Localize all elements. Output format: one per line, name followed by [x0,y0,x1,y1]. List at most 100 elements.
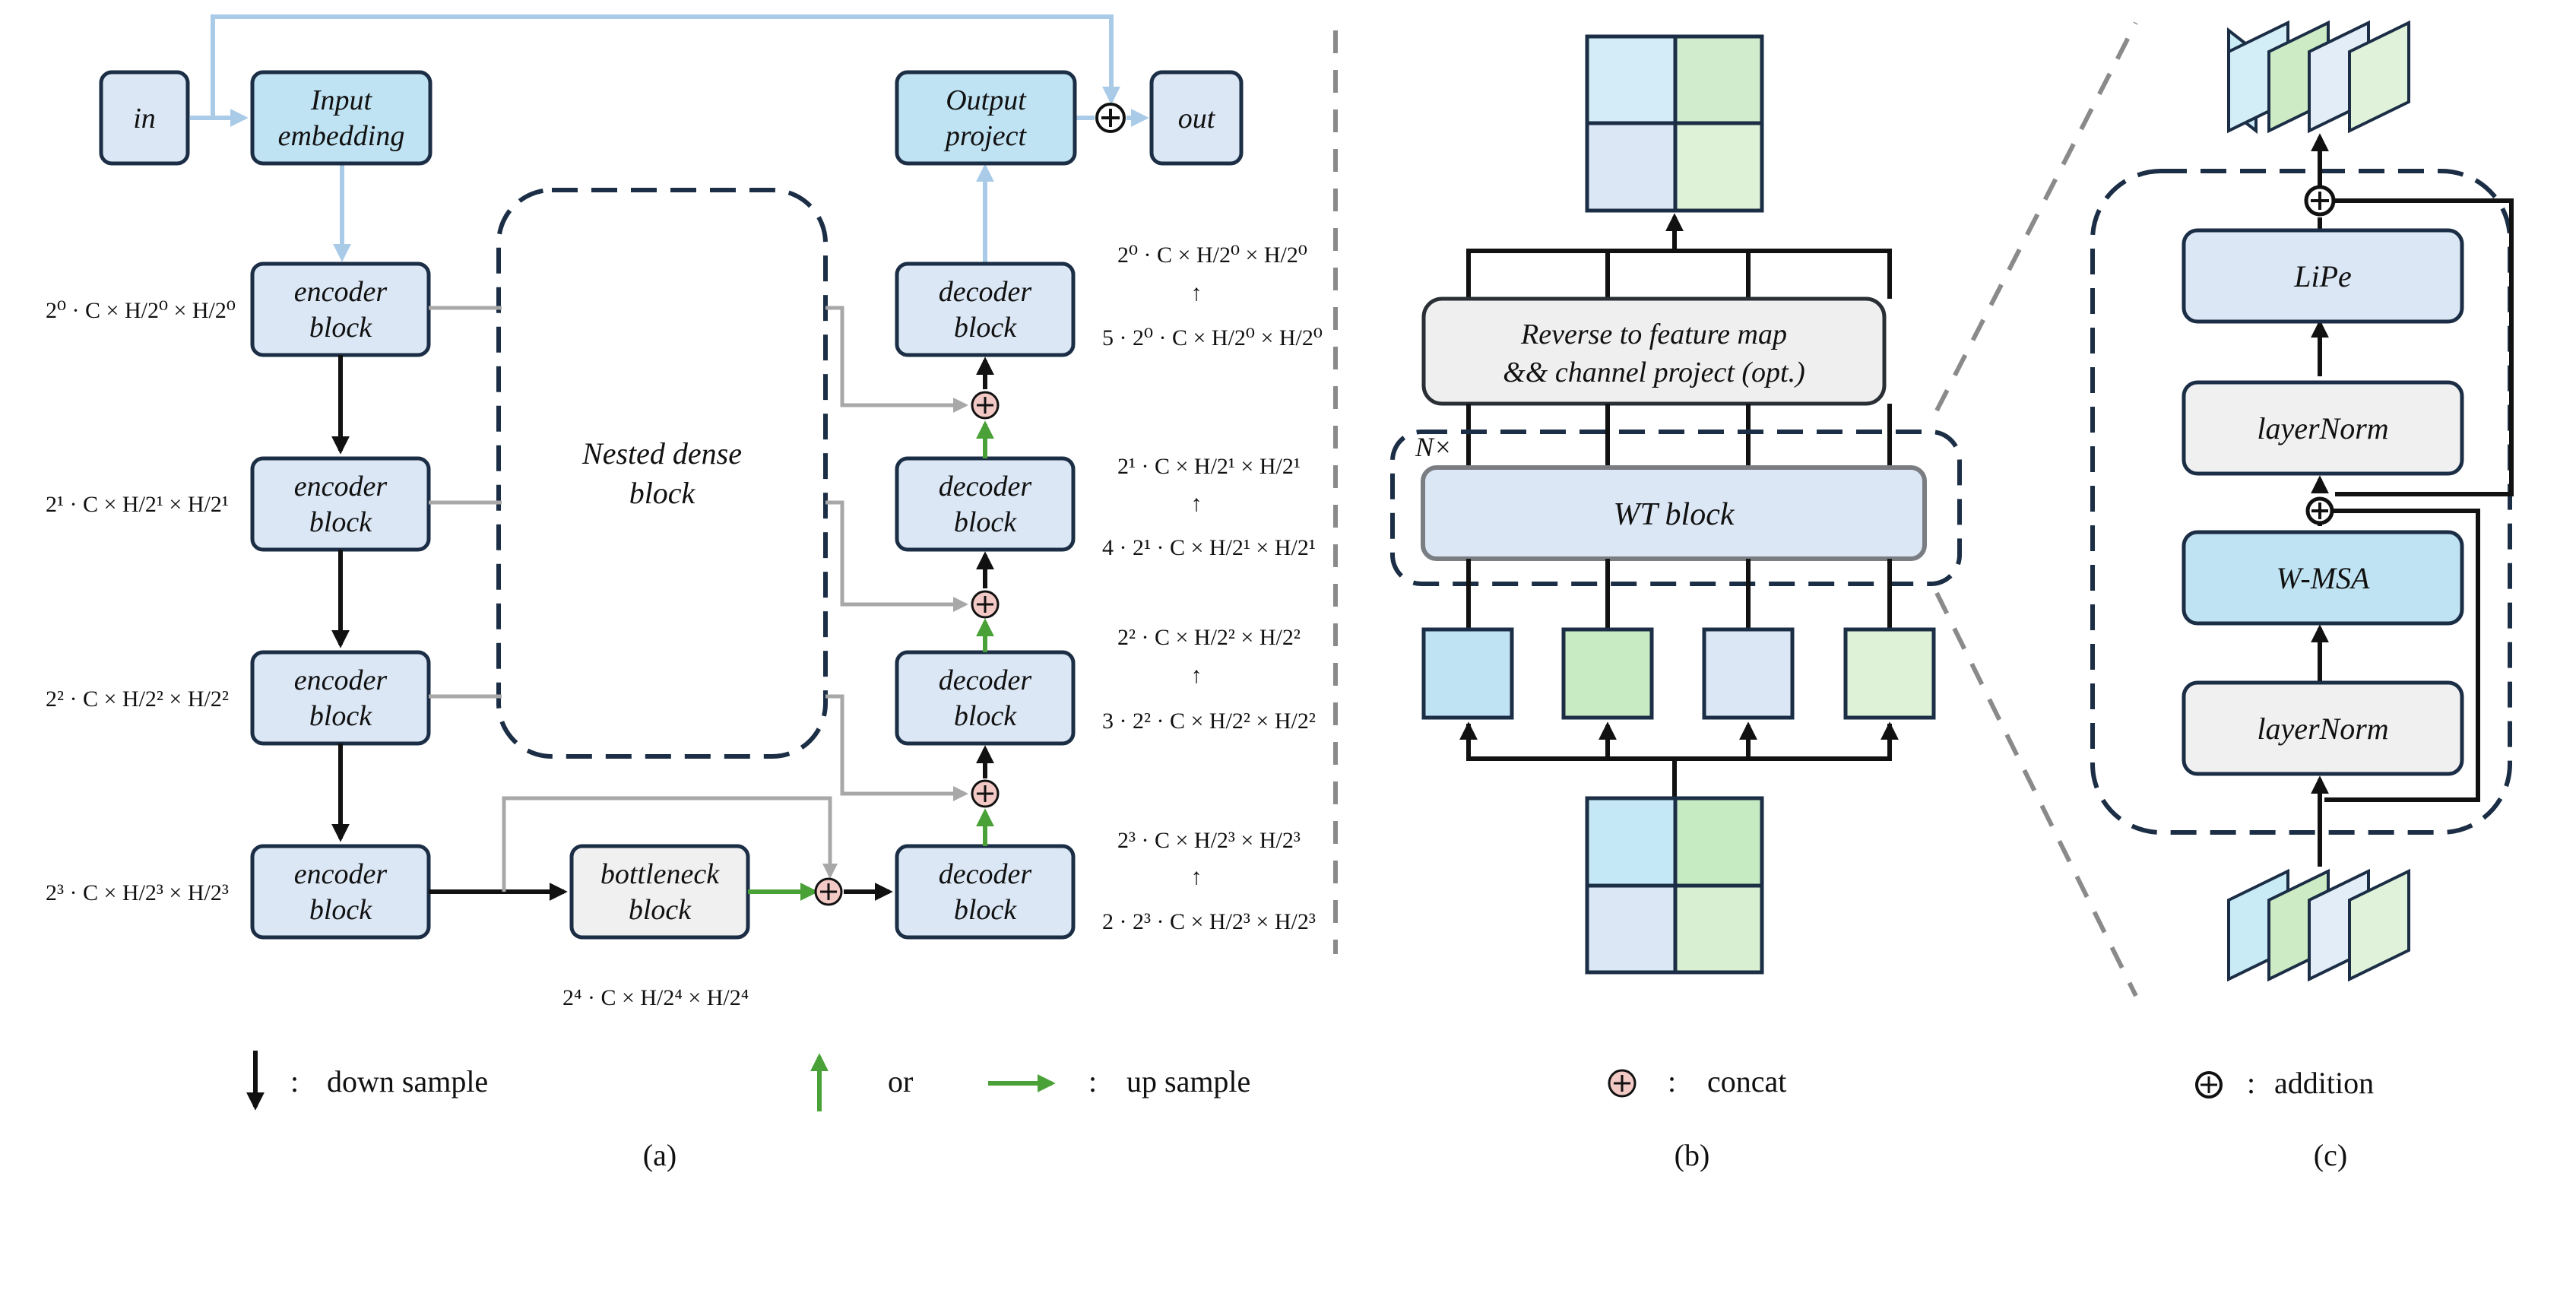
right-dim-2-arrow: ↑ [1191,491,1202,516]
merge-bar-top [1466,249,1892,299]
encoder-block-4: encoder block [250,844,431,940]
zoom-line-top [1934,21,2138,412]
wmsa-block: W-MSA [2182,530,2464,626]
decoder-block-1: decoder block [895,262,1076,357]
right-dim-1-arrow: ↑ [1191,281,1202,306]
decoder-3-line-2: block [954,700,1017,732]
encoder-block-3: encoder block [250,650,431,746]
concat-symbol-2 [971,590,1000,619]
nested-to-concat-1 [825,306,968,413]
panel-b: Reverse to feature map && channel projec… [1390,21,2138,1172]
repeat-region-outline [1390,430,1962,586]
wmsa-label: W-MSA [2277,561,2370,595]
nested-dense-line-1: Nested dense [581,436,742,471]
in-box: in [99,70,190,166]
right-dim-4-bottom: 2 · 2³ · C × H/2³ × H/2³ [1102,909,1316,934]
output-tokens-stack [2227,20,2410,135]
out-box: out [1149,70,1244,166]
encoder-4-skip-line [502,796,838,892]
decoder-3-line-1: decoder [939,664,1032,696]
right-dims-4: 2³ · C × H/2³ × H/2³ ↑ 2 · 2³ · C × H/2³… [1102,828,1316,934]
residual-path-top [2323,198,2514,496]
output-feature-map [1585,34,1764,213]
legend: : down sample or : up sample : concat : … [246,1051,2374,1111]
decoder-1-line-2: block [954,312,1017,344]
nested-to-concat-3 [825,694,968,801]
right-dim-4-arrow: ↑ [1191,864,1202,889]
output-project-line-2: project [943,120,1028,152]
legend-colon-1: : [290,1064,299,1099]
residual-path-bottom [2323,509,2480,802]
right-dim-2-bottom: 4 · 2¹ · C × H/2¹ × H/2¹ [1102,535,1316,560]
decoder-block-3: decoder block [895,650,1076,746]
encoder-2-line-1: encoder [294,471,388,502]
concat-symbol-4 [814,877,843,906]
reverse-feature-map-box: Reverse to feature map && channel projec… [1421,296,1887,406]
layernorm-top-block: layerNorm [2182,380,2464,476]
legend-or: or [888,1064,913,1099]
caption-c: (c) [2314,1138,2347,1172]
nested-to-concat-2 [825,500,968,612]
right-dim-1-top: 2⁰ · C × H/2⁰ × H/2⁰ [1117,243,1307,268]
right-dims-3: 2² · C × H/2² × H/2² ↑ 3 · 2² · C × H/2²… [1102,625,1316,734]
encoder-3-line-2: block [309,700,372,732]
output-addition-symbol [1095,103,1126,133]
lipe-block: LiPe [2182,228,2464,324]
reverse-line-2: && channel project (opt.) [1503,357,1805,388]
caption-b: (b) [1675,1138,1710,1172]
legend-concat: concat [1707,1064,1786,1099]
panel-a: in Input embedding Output project out Ne… [46,14,1323,1172]
wt-block-label: WT block [1613,497,1735,532]
encoder-4-line-1: encoder [294,858,388,890]
encoder-1-line-2: block [309,312,372,344]
patch-4 [1843,627,1936,720]
input-tokens-stack [2227,868,2410,982]
encoder-2-line-2: block [309,506,372,538]
right-dim-3-bottom: 3 · 2² · C × H/2² × H/2² [1102,709,1316,734]
decoder-block-2: decoder block [895,456,1076,552]
layernorm-top-label: layerNorm [2257,411,2388,445]
nested-dense-line-2: block [629,476,696,510]
left-dim-3: 2² · C × H/2² × H/2² [46,686,229,712]
decoder-2-line-1: decoder [939,471,1032,502]
caption-a: (a) [643,1138,676,1172]
encoder-1-line-1: encoder [294,276,388,308]
patch-2 [1561,627,1654,720]
encoder-4-line-2: block [309,894,372,926]
decoder-1-line-1: decoder [939,276,1032,308]
addition-symbol-top [2304,185,2336,217]
zoom-line-bottom [1934,591,2138,997]
legend-addition: addition [2274,1066,2374,1100]
encoder-block-2: encoder block [250,456,431,552]
reverse-line-1: Reverse to feature map [1520,319,1787,350]
left-dim-4: 2³ · C × H/2³ × H/2³ [46,880,229,905]
decoder-2-line-2: block [954,506,1017,538]
transformer-block-outline [2090,169,2512,835]
right-dim-4-top: 2³ · C × H/2³ × H/2³ [1117,828,1301,853]
input-feature-map [1585,796,1764,975]
left-dim-2: 2¹ · C × H/2¹ × H/2¹ [46,492,229,517]
legend-colon-2: : [1088,1064,1097,1099]
layernorm-bottom-block: layerNorm [2182,680,2464,776]
lipe-label: LiPe [2293,259,2352,293]
patch-3 [1702,627,1795,720]
nested-dense-block-outline [496,188,828,759]
concat-symbol-1 [971,391,1000,420]
right-dim-3-top: 2² · C × H/2² × H/2² [1117,625,1301,650]
input-embedding-line-2: embedding [278,120,405,152]
concat-symbol-3 [971,779,1000,808]
right-dim-2-top: 2¹ · C × H/2¹ × H/2¹ [1117,454,1301,479]
addition-symbol-middle [2305,496,2334,525]
right-dims-2: 2¹ · C × H/2¹ × H/2¹ ↑ 4 · 2¹ · C × H/2¹… [1102,454,1316,560]
legend-up-sample: up sample [1126,1064,1250,1099]
output-project-line-1: Output [946,84,1027,116]
left-dim-1: 2⁰ · C × H/2⁰ × H/2⁰ [46,298,236,323]
bottleneck-dim: 2⁴ · C × H/2⁴ × H/2⁴ [562,985,749,1010]
encoder-block-1: encoder block [250,262,431,357]
bottleneck-block: bottleneck block [569,844,750,940]
split-bar [1466,724,1892,761]
bottleneck-line-2: block [629,894,692,926]
panel-c: LiPe layerNorm W-MSA layerNorm [2090,20,2514,1172]
decoder-4-line-2: block [954,894,1017,926]
